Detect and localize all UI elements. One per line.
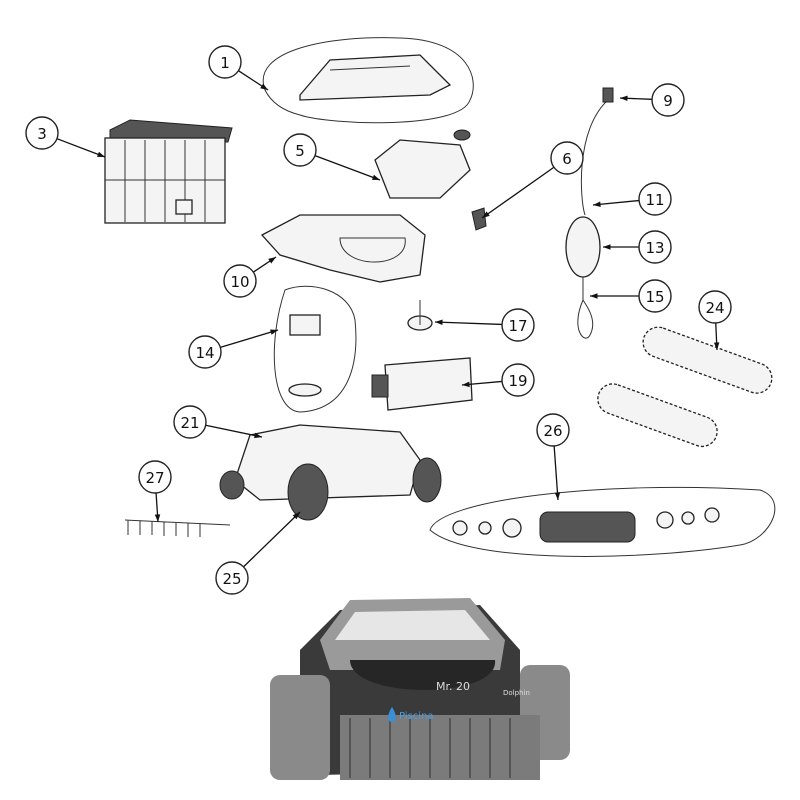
callout-26: 26 (536, 413, 570, 447)
callout-number: 15 (645, 288, 664, 306)
callout-number: 1 (220, 54, 230, 72)
part-comb (124, 519, 231, 537)
callout-19: 19 (501, 363, 535, 397)
part-handle (374, 129, 471, 199)
leader-line-21 (205, 424, 263, 438)
callout-circle (550, 141, 584, 175)
callout-11: 11 (638, 182, 672, 216)
callout-circle (638, 279, 672, 313)
arrowhead-icon (254, 432, 262, 439)
leader-line-5 (314, 155, 381, 181)
callout-circle (223, 264, 257, 298)
callout-10: 10 (223, 264, 257, 298)
callout-circle (638, 182, 672, 216)
water-drop-icon (388, 707, 396, 722)
callout-21: 21 (173, 405, 207, 439)
arrowhead-icon (590, 293, 598, 299)
part-chassis (219, 424, 442, 521)
callout-number: 14 (195, 344, 214, 362)
brand-logo: Piscina (399, 711, 434, 722)
arrowhead-icon (462, 381, 470, 388)
callout-circle (138, 460, 172, 494)
callout-number: 26 (543, 422, 562, 440)
callout-number: 24 (705, 299, 724, 317)
model-label: Mr. 20 (436, 680, 470, 693)
callout-number: 27 (145, 469, 164, 487)
arrowhead-icon (268, 257, 276, 264)
callout-number: 11 (645, 191, 664, 209)
arrowhead-icon (713, 342, 720, 350)
callout-circle (25, 116, 59, 150)
callout-number: 21 (180, 414, 199, 432)
callout-circle (215, 561, 249, 595)
callout-circle (283, 133, 317, 167)
callout-3: 3 (25, 116, 59, 150)
arrowhead-icon (554, 492, 561, 500)
callout-circle (208, 45, 242, 79)
callout-number: 19 (508, 372, 527, 390)
callout-24: 24 (698, 290, 732, 324)
part-side-panel (273, 285, 357, 413)
arrowhead-icon (292, 512, 300, 520)
arrowhead-icon (372, 174, 380, 180)
leader-line-6 (481, 166, 555, 219)
callout-circle (651, 83, 685, 117)
callout-5: 5 (283, 133, 317, 167)
part-body-shell (260, 214, 426, 283)
callout-circle (188, 335, 222, 369)
arrowhead-icon (482, 211, 490, 218)
callout-17: 17 (501, 308, 535, 342)
part-tracks (597, 326, 773, 448)
arrowhead-icon (154, 514, 161, 522)
leader-line-14 (220, 329, 279, 349)
leader-line-11 (592, 199, 640, 206)
callout-number: 17 (508, 317, 527, 335)
callout-number: 5 (295, 142, 305, 160)
leader-line-25 (243, 511, 301, 568)
part-filter-basket (104, 119, 233, 224)
arrowhead-icon (270, 329, 278, 335)
part-cable (565, 87, 614, 339)
arrowhead-icon (435, 319, 443, 326)
callout-circle (698, 290, 732, 324)
part-clip (471, 207, 487, 231)
callout-13: 13 (638, 230, 672, 264)
callout-circle (638, 230, 672, 264)
callout-circle (501, 363, 535, 397)
arrowhead-icon (97, 151, 105, 157)
callout-6: 6 (550, 141, 584, 175)
callout-number: 3 (37, 125, 47, 143)
callout-number: 13 (645, 239, 664, 257)
callout-15: 15 (638, 279, 672, 313)
callout-25: 25 (215, 561, 249, 595)
callout-14: 14 (188, 335, 222, 369)
leader-line-3 (56, 138, 106, 158)
callout-number: 10 (230, 273, 249, 291)
leader-line-26 (553, 445, 559, 501)
part-bolt (407, 300, 433, 331)
callout-27: 27 (138, 460, 172, 494)
maker-logo: Dolphin (503, 689, 530, 697)
arrowhead-icon (603, 244, 611, 250)
callout-9: 9 (651, 83, 685, 117)
callout-1: 1 (208, 45, 242, 79)
callout-circle (536, 413, 570, 447)
callout-circle (173, 405, 207, 439)
part-brush-assembly (429, 486, 776, 557)
product-robot-image: Mr. 20 Piscina Dolphin (270, 598, 570, 780)
arrowhead-icon (620, 95, 628, 102)
part-top-cover (262, 37, 474, 124)
callout-number: 25 (222, 570, 241, 588)
callout-circle (501, 308, 535, 342)
arrowhead-icon (593, 201, 601, 208)
callout-number: 6 (562, 150, 572, 168)
part-motor-unit (371, 357, 473, 411)
leader-line-17 (434, 321, 503, 326)
callout-number: 9 (663, 92, 673, 110)
arrowhead-icon (260, 83, 268, 90)
